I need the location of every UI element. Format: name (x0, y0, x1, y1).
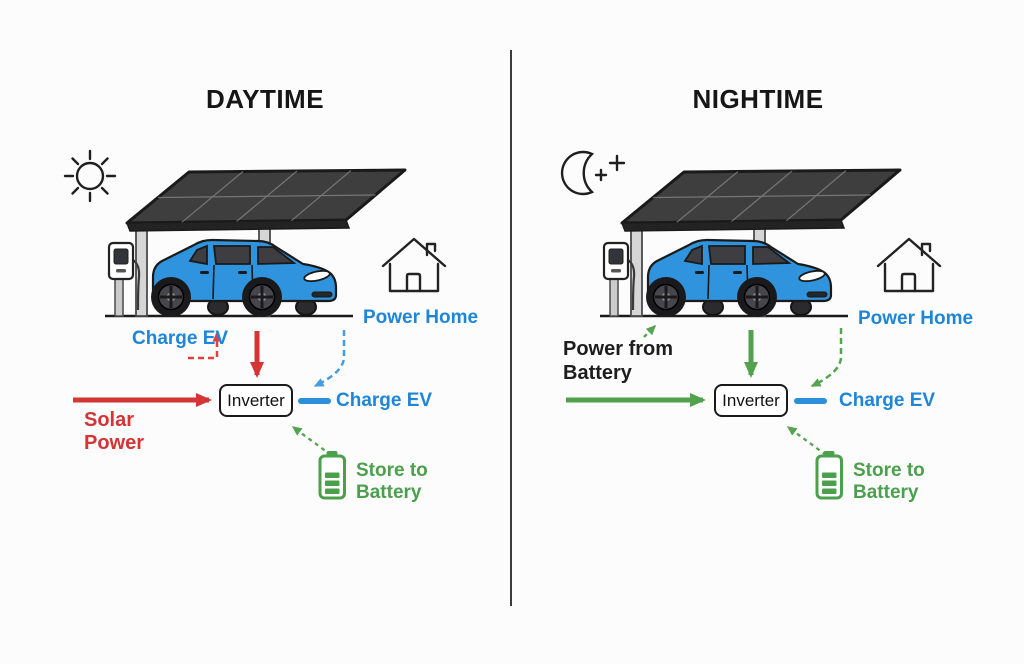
power-home-dashed-arrow-day (313, 330, 346, 388)
inverter-box-night: Inverter (714, 384, 788, 417)
nighttime-scene (560, 150, 942, 500)
power-from-battery-label: Power from Battery (563, 338, 674, 384)
charge-ev-label-day: Charge EV (336, 390, 433, 411)
power-home-label-day: Power Home (363, 307, 479, 328)
solar-carport-nighttime (598, 168, 942, 319)
charge-ev-dashed-arrow-day (188, 331, 222, 360)
store-battery-dashed-arrow-day (291, 426, 332, 456)
store-battery-label-day: Store to Battery (356, 460, 428, 503)
inverter-box-day: Inverter (219, 384, 293, 417)
daytime-title: DAYTIME (205, 84, 325, 114)
moon-icon (560, 150, 626, 196)
store-battery-dashed-arrow-night (786, 426, 827, 456)
solar-power-label: Solar Power (84, 409, 145, 454)
charge-ev-car-label-day: Charge EV (132, 328, 229, 349)
charge-ev-label-night: Charge EV (839, 390, 936, 411)
power-home-label-night: Power Home (858, 308, 974, 329)
solar-carport-daytime (103, 168, 447, 319)
battery-icon-day (318, 449, 346, 500)
sun-icon (63, 149, 117, 203)
battery-icon-night (815, 449, 843, 500)
power-from-battery-dashed-arrow (643, 324, 657, 338)
power-home-dashed-arrow-night (810, 328, 843, 388)
nighttime-title: NIGHTIME (692, 84, 824, 114)
store-battery-label-night: Store to Battery (853, 460, 925, 503)
daytime-scene (63, 149, 447, 500)
